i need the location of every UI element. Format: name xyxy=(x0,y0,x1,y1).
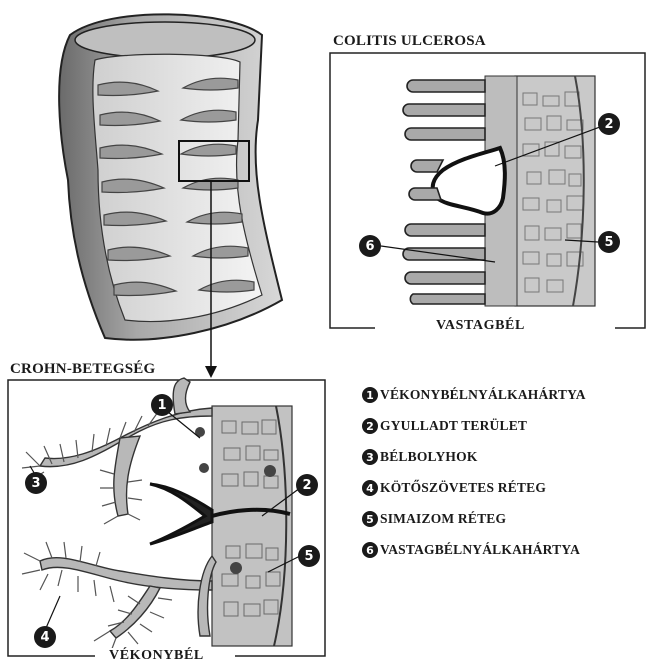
intestine-opening xyxy=(75,22,255,58)
legend-label-2: GYULLADT TERÜLET xyxy=(380,418,527,434)
legend-number-4: 4 xyxy=(362,480,378,496)
callout-2-colitis: 2 xyxy=(598,113,620,135)
legend-item-6: 6 VASTAGBÉLNYÁLKAHÁRTYA xyxy=(362,542,580,558)
callout-6-colitis: 6 xyxy=(359,235,381,257)
crohn-inflamed-fissure xyxy=(150,484,212,544)
callout-4-crohn: 4 xyxy=(34,626,56,648)
legend-item-5: 5 SIMAIZOM RÉTEG xyxy=(362,511,506,527)
legend: 1 VÉKONYBÉLNYÁLKAHÁRTYA 2 GYULLADT TERÜL… xyxy=(362,387,654,577)
legend-number-3: 3 xyxy=(362,449,378,465)
intestine-overview-illustration xyxy=(0,0,300,380)
colitis-panel xyxy=(325,48,655,343)
legend-number-2: 2 xyxy=(362,418,378,434)
callout-2-crohn: 2 xyxy=(296,474,318,496)
callout-3-crohn: 3 xyxy=(25,472,47,494)
callout-5-colitis: 5 xyxy=(598,231,620,253)
legend-number-5: 5 xyxy=(362,511,378,527)
callout-5-crohn: 5 xyxy=(298,545,320,567)
legend-label-4: KÖTŐSZÖVETES RÉTEG xyxy=(380,480,546,496)
legend-number-6: 6 xyxy=(362,542,378,558)
crohn-panel xyxy=(0,376,330,666)
legend-item-4: 4 KÖTŐSZÖVETES RÉTEG xyxy=(362,480,546,496)
legend-label-1: VÉKONYBÉLNYÁLKAHÁRTYA xyxy=(380,387,586,403)
legend-item-2: 2 GYULLADT TERÜLET xyxy=(362,418,527,434)
legend-label-5: SIMAIZOM RÉTEG xyxy=(380,511,506,527)
legend-label-6: VASTAGBÉLNYÁLKAHÁRTYA xyxy=(380,542,580,558)
colitis-ulcer xyxy=(433,148,505,214)
legend-item-1: 1 VÉKONYBÉLNYÁLKAHÁRTYA xyxy=(362,387,586,403)
legend-item-3: 3 BÉLBOLYHOK xyxy=(362,449,478,465)
crohn-caption: VÉKONYBÉL xyxy=(103,648,210,664)
crohn-villi-lower xyxy=(40,556,216,638)
legend-label-3: BÉLBOLYHOK xyxy=(380,449,478,465)
colitis-caption: VASTAGBÉL xyxy=(430,318,531,334)
legend-number-1: 1 xyxy=(362,387,378,403)
callout-1-crohn: 1 xyxy=(151,394,173,416)
